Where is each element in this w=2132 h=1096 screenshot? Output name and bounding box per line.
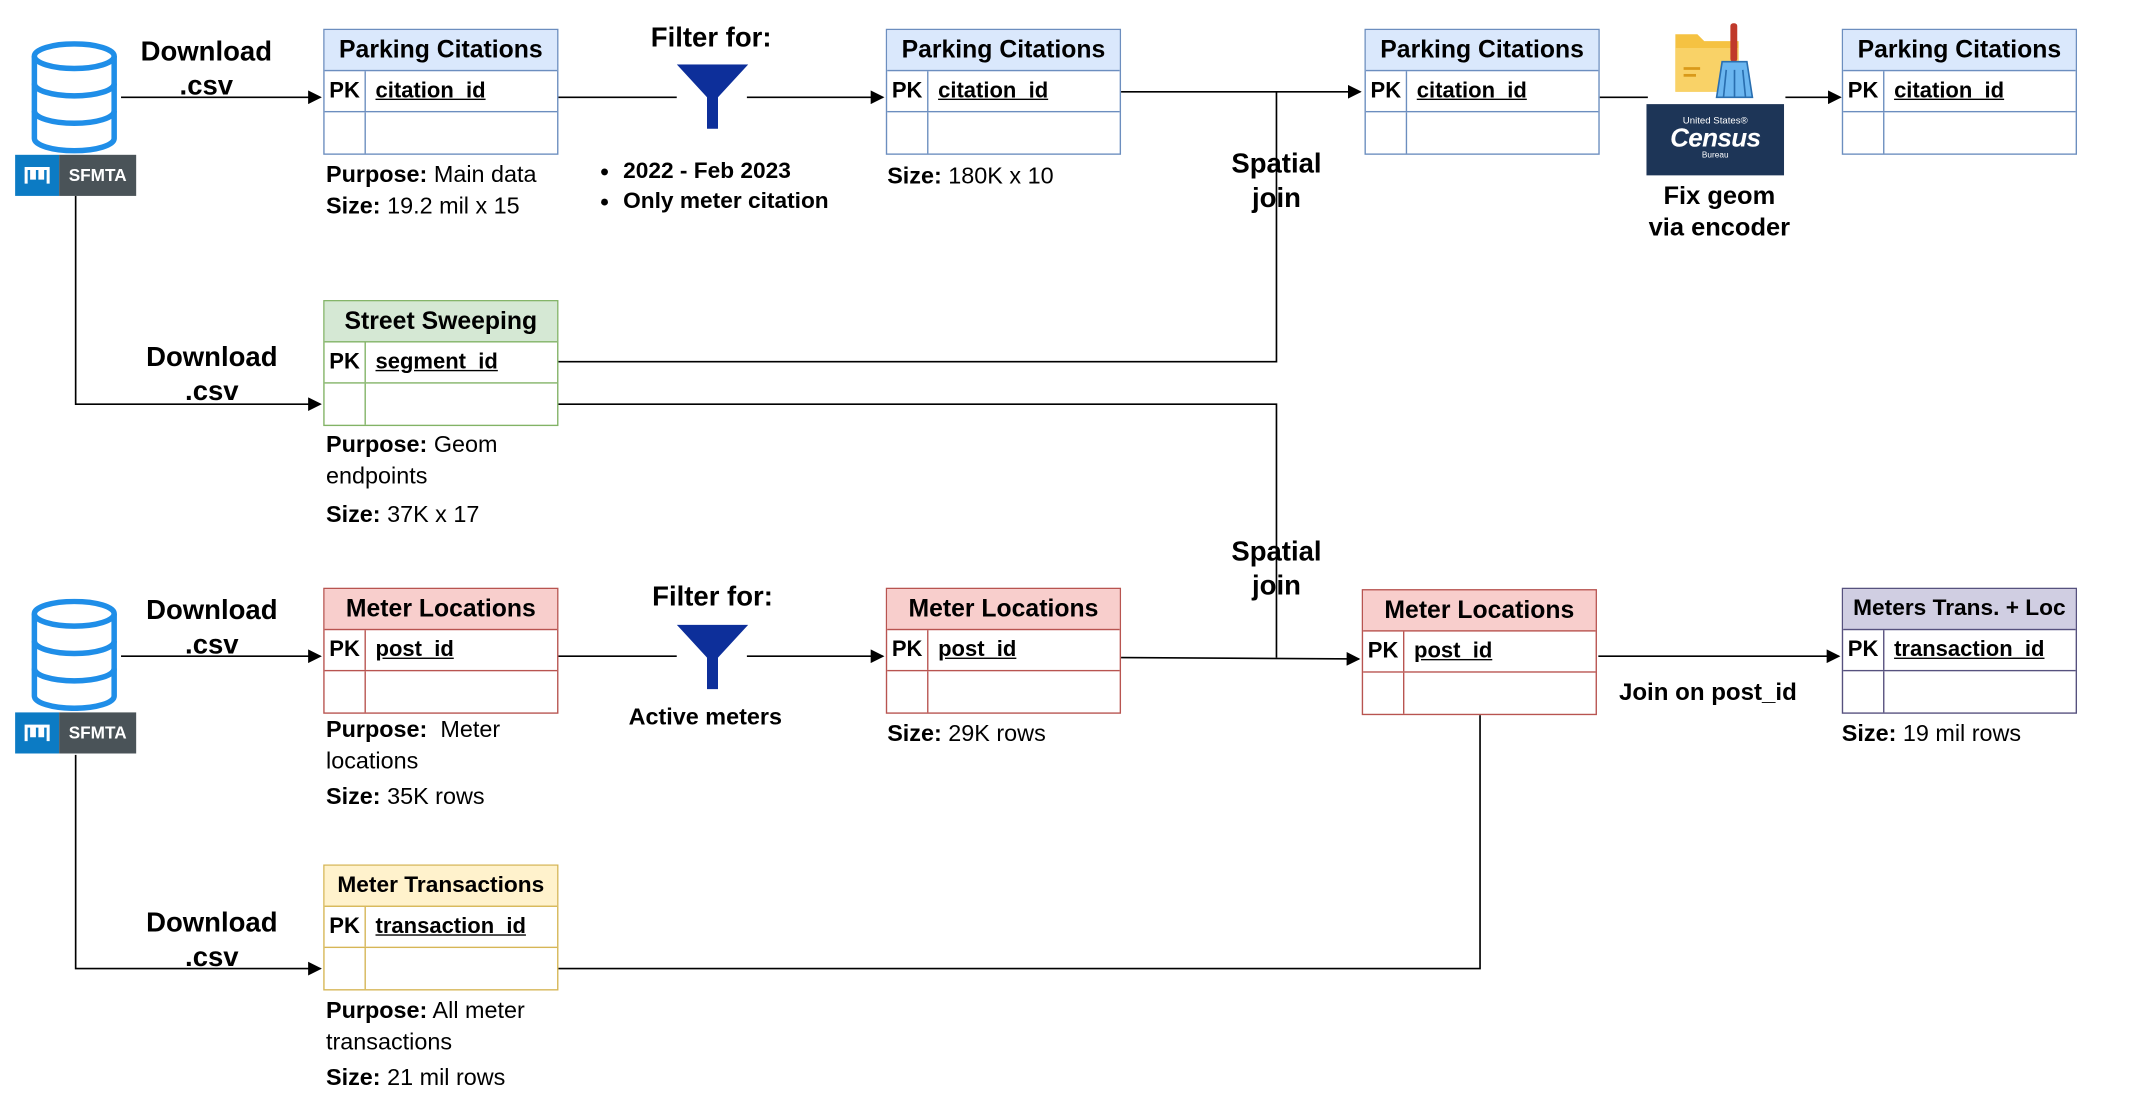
annotation-mtl: Size: 19 mil rows [1841,720,2022,747]
annotation-pc2: Size: 180K x 10 [887,163,1054,190]
sfmta-logo: SFMTA [15,154,137,196]
table-title: Parking Citations [1843,30,2076,72]
pk-label: PK [325,906,366,947]
edge-db2-mt [74,754,322,976]
filter-funnel-icon [676,624,749,690]
filter-note: Active meters [628,704,782,731]
census-bureau-logo: United States® Census Bureau [1646,104,1785,176]
pk-label: PK [325,630,366,670]
table-parking-citations-final[interactable]: Parking Citations PK citation_id [1841,28,2078,155]
sfmta-logo: SFMTA [15,712,137,754]
pk-label: PK [1366,71,1408,111]
table-street-sweeping[interactable]: Street Sweeping PK segment_id [323,300,559,427]
table-parking-citations-filtered[interactable]: Parking Citations PK citation_id [885,28,1122,155]
key-field: post_id [938,637,1017,662]
pk-label: PK [1843,630,1885,670]
pk-label: PK [887,71,929,111]
edge-ml2-ml3 [1121,652,1361,666]
table-meters-trans-loc[interactable]: Meters Trans. + Loc PK transaction_id [1841,587,2078,714]
download-label: Download.csv [146,908,278,973]
database-icon [31,41,117,154]
table-meter-locations-filtered[interactable]: Meter Locations PK post_id [885,587,1122,714]
table-title: Meter Locations [324,589,558,631]
folder-broom-icon [1675,23,1754,99]
pk-label: PK [325,342,366,383]
annotation-mt: Purpose: All meter transactions Size: 21… [325,997,525,1091]
annotation-ml2: Size: 29K rows [887,720,1046,747]
table-meter-transactions[interactable]: Meter Transactions PK transaction_id [323,864,559,991]
table-parking-citations-raw[interactable]: Parking Citations PK citation_id [323,28,559,155]
key-field: citation_id [1416,78,1527,103]
join-label: Join on post_id [1618,678,1797,706]
annotation-pc1: Purpose: Main data Size: 19.2 mil x 15 [325,161,537,220]
table-title: Meter Locations [1363,590,1596,632]
key-field: transaction_id [1894,637,2045,662]
table-title: Parking Citations [1365,30,1599,72]
pk-label: PK [1843,71,1885,111]
pk-label: PK [1363,631,1405,672]
filter-funnel-icon [676,64,749,129]
filter-title: Filter for: [652,582,773,613]
sfmta-mark-icon [15,712,60,754]
table-title: Meter Transactions [324,865,558,907]
filter-criteria-list: 2022 - Feb 2023 Only meter citation [598,156,829,216]
edge-ss-spatial-join-1 [558,91,1278,363]
pk-label: PK [325,71,366,111]
key-field: segment_id [375,350,498,374]
database-icon [31,598,117,712]
download-label: Download.csv [140,36,273,102]
edge-db1-ss [74,195,322,412]
table-meter-locations-joined[interactable]: Meter Locations PK post_id [1361,589,1597,716]
key-field: transaction_id [375,914,526,938]
edge-ss-spatial-join-2 [558,403,1278,658]
annotation-ml1: Purpose: Meter locations Size: 35K rows [325,716,501,810]
key-field: citation_id [375,78,486,103]
pk-label: PK [887,630,929,670]
table-title: Meter Locations [887,589,1120,631]
download-label: Download.csv [146,595,278,661]
annotation-ss: Purpose: Geom endpoints Size: 37K x 17 [325,431,498,528]
key-field: citation_id [938,78,1049,103]
table-meter-locations-raw[interactable]: Meter Locations PK post_id [323,587,559,714]
table-parking-citations-joined[interactable]: Parking Citations PK citation_id [1364,28,1600,155]
download-label: Download.csv [146,342,278,407]
sfmta-mark-icon [15,154,60,196]
table-title: Parking Citations [324,30,558,72]
filter-title: Filter for: [650,23,772,54]
table-title: Meters Trans. + Loc [1843,589,2076,631]
key-field: citation_id [1894,78,2005,103]
table-title: Parking Citations [887,30,1120,72]
edge-mt-join [558,712,1481,970]
key-field: post_id [375,637,454,662]
key-field: post_id [1414,639,1493,663]
table-title: Street Sweeping [324,301,558,343]
